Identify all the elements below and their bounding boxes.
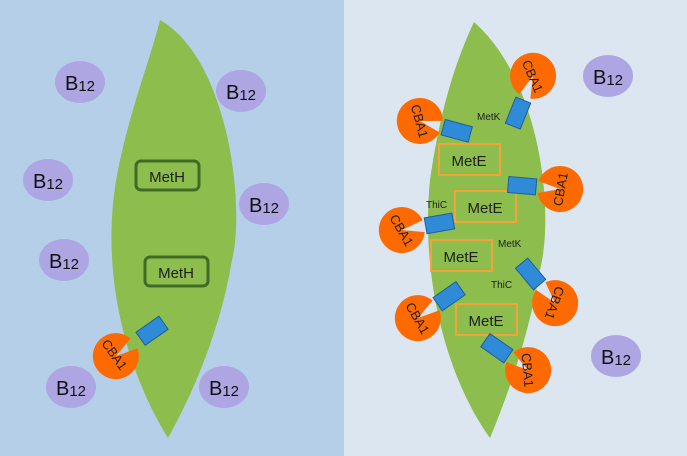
meth-protein: MetH: [134, 159, 201, 192]
svg-text:B12: B12: [209, 378, 239, 400]
mete-protein: MetE: [430, 239, 493, 272]
svg-text:B12: B12: [249, 195, 279, 217]
b12-molecule: B12: [591, 335, 641, 377]
b12-molecule: B12: [216, 70, 266, 112]
svg-text:B12: B12: [49, 251, 79, 273]
cba1-receptor: CBA1: [394, 280, 466, 342]
svg-text:MetE: MetE: [468, 313, 503, 330]
svg-text:CBA1: CBA1: [519, 352, 537, 387]
b12-molecule: B12: [239, 183, 289, 225]
svg-text:B12: B12: [601, 347, 631, 369]
thic-label: ThiC: [426, 200, 447, 211]
cba1-receptor: CBA1: [92, 315, 169, 380]
svg-text:MetE: MetE: [467, 200, 502, 217]
mete-protein: MetE: [454, 190, 517, 223]
mete-protein: MetE: [438, 143, 501, 176]
cba1-receptor: CBA1: [378, 207, 456, 254]
b12-molecule: B12: [23, 159, 73, 201]
metk-label: MetK: [477, 112, 501, 123]
svg-text:B12: B12: [593, 67, 623, 89]
b12-molecule: B12: [46, 366, 96, 408]
svg-text:MetE: MetE: [443, 249, 478, 266]
cba1-receptor: CBA1: [506, 166, 584, 212]
svg-text:B12: B12: [65, 73, 95, 95]
b12-molecule: B12: [55, 61, 105, 103]
cba1-receptor: CBA1: [480, 332, 552, 394]
svg-text:MetH: MetH: [149, 169, 185, 186]
svg-text:CBA1: CBA1: [550, 171, 571, 207]
cba1-receptor: CBA1: [514, 257, 579, 327]
mete-protein: MetE: [455, 303, 518, 336]
cba1-receptor: CBA1: [396, 97, 473, 144]
svg-text:B12: B12: [33, 171, 63, 193]
svg-text:MetH: MetH: [158, 265, 194, 282]
svg-text:MetE: MetE: [451, 153, 486, 170]
svg-text:B12: B12: [56, 378, 86, 400]
svg-text:B12: B12: [226, 82, 256, 104]
b12-molecule: B12: [199, 366, 249, 408]
thic-label: ThiC: [491, 280, 512, 291]
metk-label: MetK: [498, 239, 522, 250]
b12-molecule: B12: [583, 55, 633, 97]
meth-protein: MetH: [143, 255, 210, 288]
b12-molecule: B12: [39, 239, 89, 281]
